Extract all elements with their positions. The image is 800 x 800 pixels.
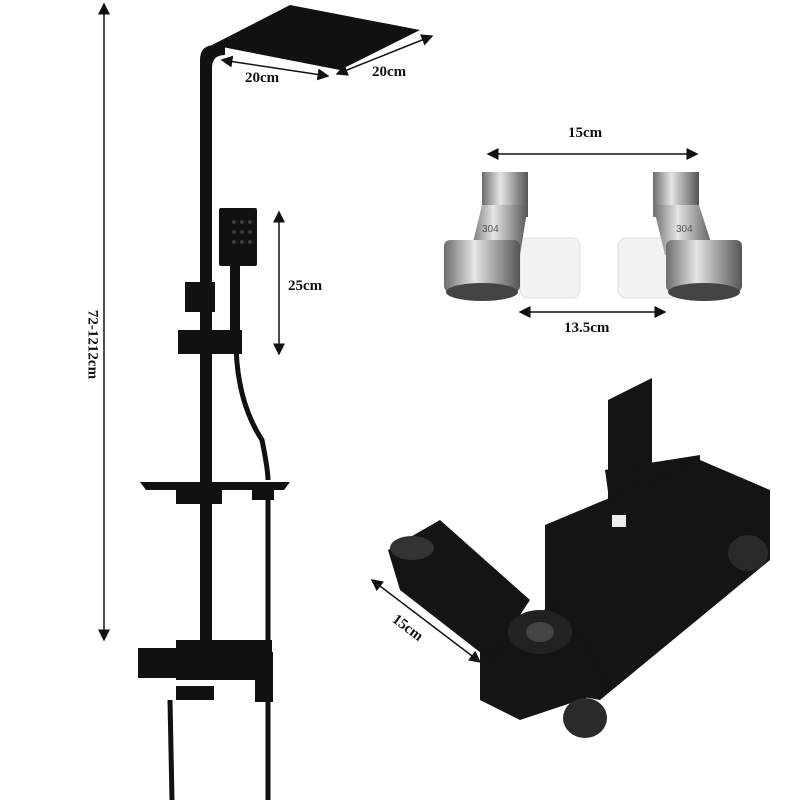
hand-shower-head bbox=[219, 208, 257, 266]
head-depth-label: 20cm bbox=[372, 64, 407, 80]
adapter-right bbox=[617, 172, 742, 301]
head-width-arrow bbox=[220, 55, 330, 81]
adapter-outer-label: 15cm bbox=[568, 125, 603, 141]
total-height-label: 72-1212cm bbox=[84, 309, 101, 380]
spout-arrow bbox=[370, 579, 482, 663]
adapter-marking-left: 304 bbox=[482, 224, 499, 235]
hand-shower-label: 25cm bbox=[288, 278, 323, 294]
head-depth-arrow bbox=[335, 34, 434, 76]
tub-spout bbox=[176, 686, 214, 700]
rain-shower-head bbox=[212, 5, 420, 70]
adapter-left bbox=[444, 172, 581, 301]
shower-column bbox=[138, 5, 420, 800]
head-width-label: 20cm bbox=[245, 70, 280, 86]
mixer-closeup bbox=[388, 378, 770, 738]
adapter-marking-right: 304 bbox=[676, 224, 693, 235]
adapter-inner-label: 13.5cm bbox=[564, 320, 610, 336]
